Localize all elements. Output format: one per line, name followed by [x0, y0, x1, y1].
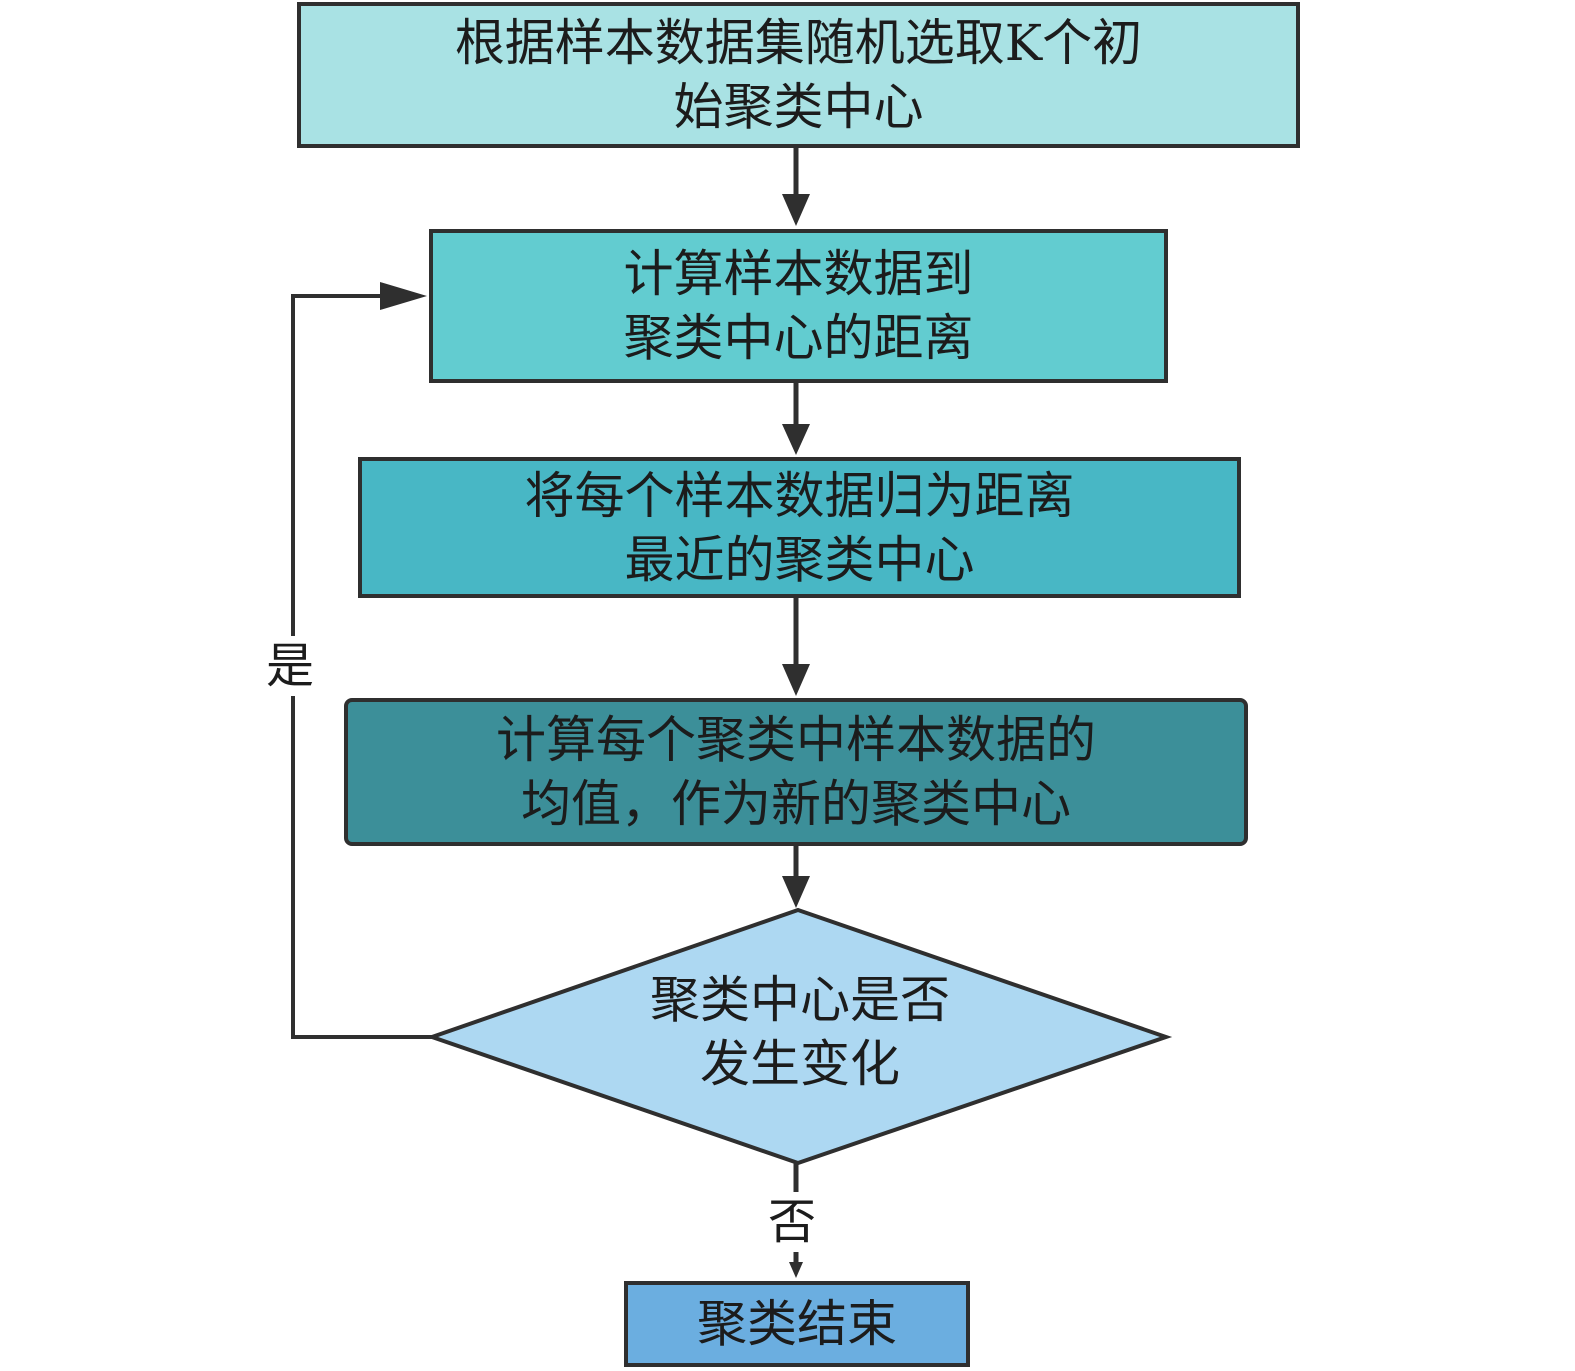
yes-label: 是 [266, 636, 315, 696]
assign-box-line2: 最近的聚类中心 [624, 530, 975, 589]
arrowhead-yes-loop [380, 282, 427, 310]
distance-box-line1: 计算样本数据到 [623, 245, 974, 303]
distance-box: 计算样本数据到 聚类中心的距离 [429, 229, 1168, 383]
start-box-line2: 始聚类中心 [673, 78, 924, 136]
decision-line1: 聚类中心是否 [650, 971, 950, 1029]
update-box-line1: 计算每个聚类中样本数据的 [496, 711, 1096, 769]
update-box: 计算每个聚类中样本数据的 均值，作为新的聚类中心 [344, 698, 1248, 846]
decision-text: 聚类中心是否 发生变化 [560, 968, 1040, 1096]
end-box: 聚类结束 [624, 1281, 970, 1367]
decision-line2: 发生变化 [700, 1035, 900, 1093]
start-box-line1: 根据样本数据集随机选取K个初 [454, 14, 1143, 72]
assign-box: 将每个样本数据归为距离 最近的聚类中心 [358, 457, 1241, 598]
no-label: 否 [768, 1192, 817, 1252]
end-box-label: 聚类结束 [697, 1295, 897, 1353]
arrowhead-assign-to-update [782, 664, 810, 696]
arrowhead-update-to-decision [782, 876, 810, 908]
assign-box-line1: 将每个样本数据归为距离 [524, 466, 1075, 525]
arrowhead-start-to-distance [782, 194, 810, 226]
distance-box-line2: 聚类中心的距离 [623, 309, 974, 367]
arrowhead-decision-to-end [789, 1262, 803, 1278]
arrowhead-distance-to-assign [782, 424, 810, 455]
start-box: 根据样本数据集随机选取K个初 始聚类中心 [297, 2, 1300, 148]
update-box-line2: 均值，作为新的聚类中心 [521, 775, 1071, 833]
